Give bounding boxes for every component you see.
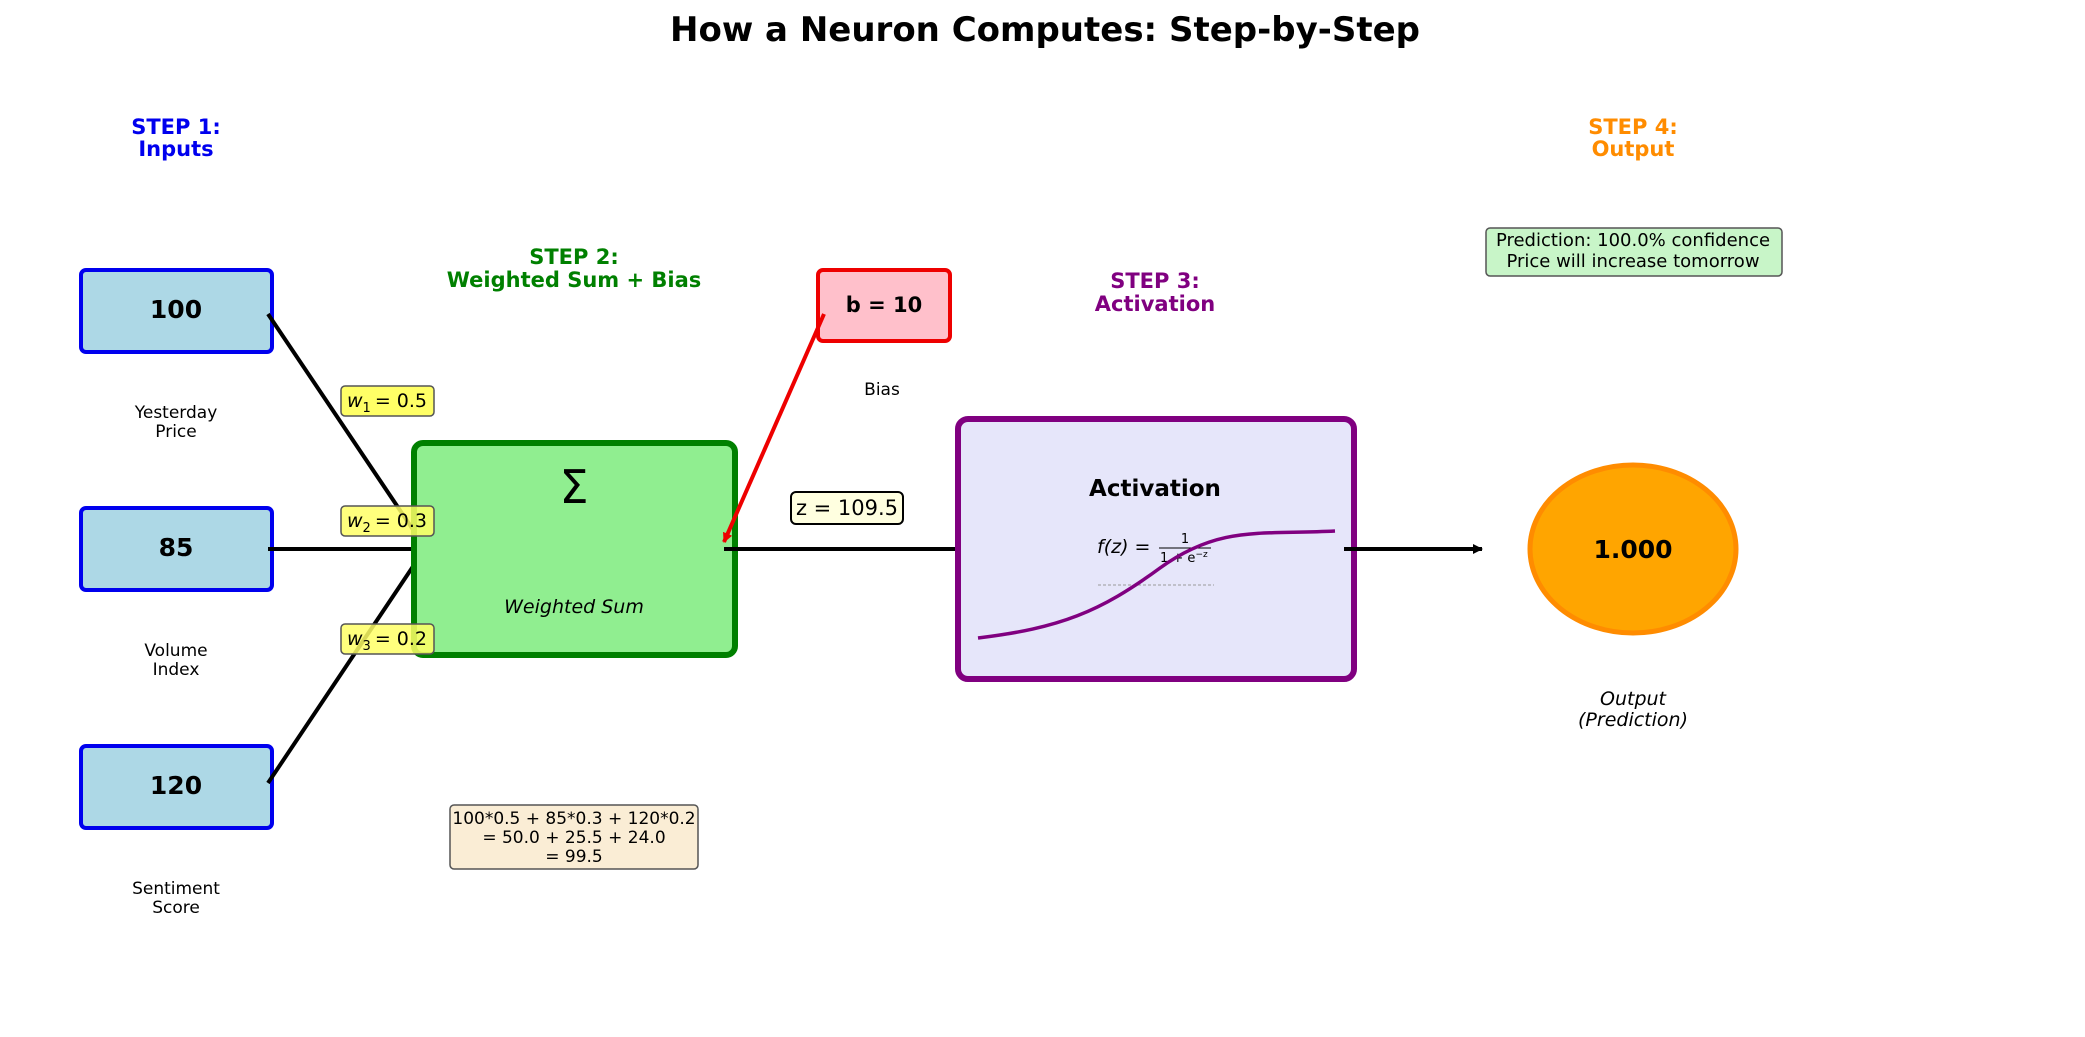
input-node-3: 120 Sentiment Score bbox=[79, 744, 274, 918]
calculation-line-2: = 50.0 + 25.5 + 24.0 bbox=[482, 828, 665, 848]
input-label-1-line2: Price bbox=[155, 422, 196, 442]
activation-formula-lhs: f(z) = bbox=[1097, 536, 1150, 558]
step-1-number: STEP 1: bbox=[131, 115, 221, 139]
bias-box bbox=[816, 268, 952, 343]
sigma-symbol: Σ bbox=[559, 460, 588, 514]
weight-sub-2: 2 bbox=[363, 521, 371, 536]
input-value-2: 85 bbox=[159, 533, 194, 562]
output-caption-line2: (Prediction) bbox=[1578, 709, 1688, 731]
prediction-box: Prediction: 100.0% confidence Price will… bbox=[1485, 227, 1783, 277]
step-1-heading: STEP 1: Inputs bbox=[131, 115, 221, 161]
output-value: 1.000 bbox=[1593, 535, 1672, 564]
bias-node: b = 10 Bias bbox=[816, 268, 952, 400]
weight-symbol-3: w bbox=[347, 628, 363, 650]
bias-arrow bbox=[722, 313, 826, 543]
input-label-2-line2: Index bbox=[153, 660, 200, 680]
weight-value-3: = 0.2 bbox=[375, 628, 427, 650]
weighted-sum-caption: Weighted Sum bbox=[504, 596, 644, 618]
input-node-2: 85 Volume Index bbox=[79, 506, 274, 680]
input-label-1-line1: Yesterday bbox=[134, 403, 218, 423]
weight-value-2: = 0.3 bbox=[375, 510, 427, 532]
activation-box bbox=[955, 416, 1357, 682]
z-value-badge bbox=[790, 491, 904, 525]
weight-symbol-2: w bbox=[347, 510, 363, 532]
weight-text-1: w1 = 0.5 bbox=[347, 390, 427, 416]
weight-sub-1: 1 bbox=[363, 401, 371, 416]
weight-value-1: = 0.5 bbox=[375, 390, 427, 412]
output-node: 1.000 Output (Prediction) bbox=[1527, 462, 1739, 731]
activation-title: Activation bbox=[1089, 476, 1221, 502]
input-arrow-1 bbox=[266, 312, 422, 542]
step-4-number: STEP 4: bbox=[1588, 115, 1678, 139]
z-value-text: z = 109.5 bbox=[796, 496, 898, 520]
input-box-3 bbox=[79, 744, 274, 830]
input-label-2-line1: Volume bbox=[144, 641, 207, 661]
step-4-heading: STEP 4: Output bbox=[1588, 115, 1678, 161]
weight-label-1: w1 = 0.5 bbox=[340, 385, 435, 417]
weight-symbol-1: w bbox=[347, 390, 363, 412]
activation-node: Activation f(z) = 1 1 + e−z bbox=[955, 416, 1357, 682]
weight-badge-2 bbox=[340, 505, 435, 537]
step-3-label: Activation bbox=[1095, 292, 1215, 316]
weight-label-2: w2 = 0.3 bbox=[340, 505, 435, 537]
calculation-box: 100*0.5 + 85*0.3 + 120*0.2 = 50.0 + 25.5… bbox=[449, 804, 699, 870]
bias-caption: Bias bbox=[864, 380, 900, 400]
input-label-3-line2: Score bbox=[152, 898, 200, 918]
weight-text-2: w2 = 0.3 bbox=[347, 510, 427, 536]
input-value-3: 120 bbox=[150, 771, 202, 800]
step-3-number: STEP 3: bbox=[1110, 269, 1200, 293]
weighted-sum-node: Σ Weighted Sum bbox=[411, 440, 738, 658]
step-3-heading: STEP 3: Activation bbox=[1095, 269, 1215, 316]
input-arrow-3 bbox=[266, 554, 422, 785]
step-1-label: Inputs bbox=[138, 137, 213, 161]
step-2-label: Weighted Sum + Bias bbox=[447, 268, 702, 292]
weight-text-3: w3 = 0.2 bbox=[347, 628, 427, 654]
prediction-background bbox=[1485, 227, 1783, 277]
prediction-line-2: Price will increase tomorrow bbox=[1506, 251, 1759, 272]
input-value-1: 100 bbox=[150, 295, 202, 324]
sigmoid-curve bbox=[977, 529, 1336, 640]
step-4-label: Output bbox=[1592, 137, 1675, 161]
activation-formula-exponent: −z bbox=[1195, 550, 1208, 560]
weight-badge-3 bbox=[340, 623, 435, 655]
input-box-1 bbox=[79, 268, 274, 354]
calculation-background bbox=[449, 804, 699, 870]
calculation-line-1: 100*0.5 + 85*0.3 + 120*0.2 bbox=[452, 809, 695, 829]
z-value-label: z = 109.5 bbox=[790, 491, 904, 525]
step-2-number: STEP 2: bbox=[529, 245, 619, 269]
input-node-1: 100 Yesterday Price bbox=[79, 268, 274, 442]
bias-label: b = 10 bbox=[846, 293, 922, 317]
input-label-3-line1: Sentiment bbox=[132, 879, 220, 899]
activation-formula-numerator: 1 bbox=[1181, 532, 1189, 547]
page-title: How a Neuron Computes: Step-by-Step bbox=[670, 10, 1420, 50]
weight-sub-3: 3 bbox=[363, 639, 371, 654]
prediction-line-1: Prediction: 100.0% confidence bbox=[1496, 230, 1770, 251]
weight-label-3: w3 = 0.2 bbox=[340, 623, 435, 655]
weight-badge-1 bbox=[340, 385, 435, 417]
output-caption-line1: Output bbox=[1600, 688, 1668, 710]
step-2-heading: STEP 2: Weighted Sum + Bias bbox=[447, 245, 702, 292]
output-circle bbox=[1527, 462, 1739, 636]
calculation-line-3: = 99.5 bbox=[545, 847, 603, 867]
